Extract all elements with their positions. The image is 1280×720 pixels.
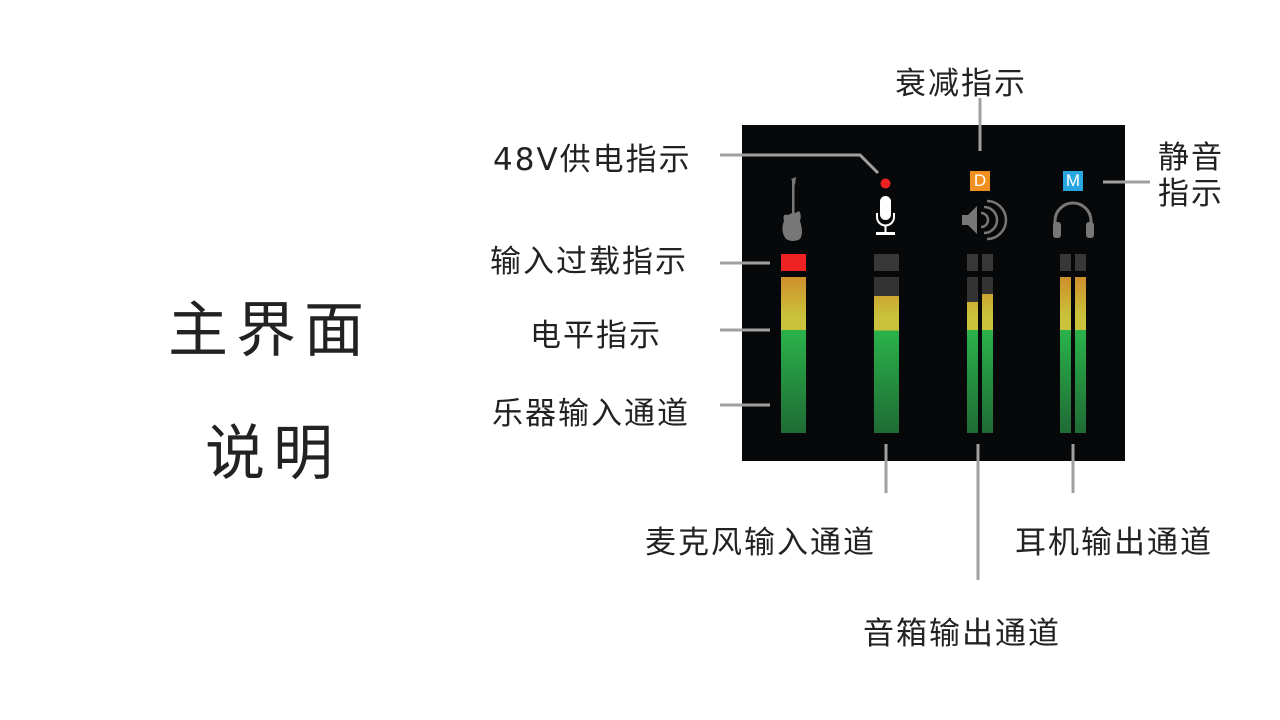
mic-clip-indicator bbox=[874, 254, 899, 271]
instrument-channel-label: 乐器输入通道 bbox=[492, 396, 690, 432]
mic-meter bbox=[874, 277, 899, 433]
headphone-clip-left bbox=[1060, 254, 1071, 271]
instrument-meter bbox=[781, 277, 806, 433]
meter-fill bbox=[874, 295, 899, 433]
phantom-led bbox=[880, 178, 891, 189]
overload-label: 输入过载指示 bbox=[490, 244, 688, 280]
clip-indicator bbox=[781, 254, 806, 271]
headphone-clip-right bbox=[1075, 254, 1086, 271]
speaker-clip-right bbox=[982, 254, 993, 271]
channel-icons bbox=[782, 177, 1094, 241]
meter-fill bbox=[1060, 277, 1071, 433]
headphones-icon bbox=[1053, 201, 1094, 238]
mute-label: 静音指示 bbox=[1158, 140, 1224, 212]
mute-badge: M bbox=[1063, 171, 1083, 191]
attenuate-badge: D bbox=[970, 171, 990, 191]
meter-fill bbox=[1075, 277, 1086, 433]
speaker-meter-left bbox=[967, 277, 978, 433]
meter-fill bbox=[982, 294, 993, 433]
meter-fill bbox=[781, 277, 806, 433]
speaker-meter-right bbox=[982, 277, 993, 433]
speaker-icon bbox=[962, 199, 1008, 241]
mute-label-line2: 指示 bbox=[1158, 176, 1224, 212]
phantom-power-label: 48V供电指示 bbox=[493, 142, 692, 178]
headphone-meter-right bbox=[1075, 277, 1086, 433]
title-line2: 说明 bbox=[205, 419, 341, 489]
meter-fill bbox=[967, 301, 978, 433]
attenuate-label: 衰减指示 bbox=[895, 66, 1027, 102]
main-display-panel: D M bbox=[742, 125, 1125, 461]
mic-channel-label: 麦克风输入通道 bbox=[645, 525, 876, 561]
microphone-icon bbox=[876, 196, 895, 235]
headphone-meter-left bbox=[1060, 277, 1071, 433]
mute-label-line1: 静音 bbox=[1158, 140, 1224, 176]
title-line1: 主界面 bbox=[168, 296, 372, 366]
headphone-channel-label: 耳机输出通道 bbox=[1015, 525, 1213, 561]
speaker-channel-label: 音箱输出通道 bbox=[863, 616, 1061, 652]
guitar-icon bbox=[782, 177, 802, 241]
level-label: 电平指示 bbox=[530, 318, 662, 354]
speaker-clip-left bbox=[967, 254, 978, 271]
